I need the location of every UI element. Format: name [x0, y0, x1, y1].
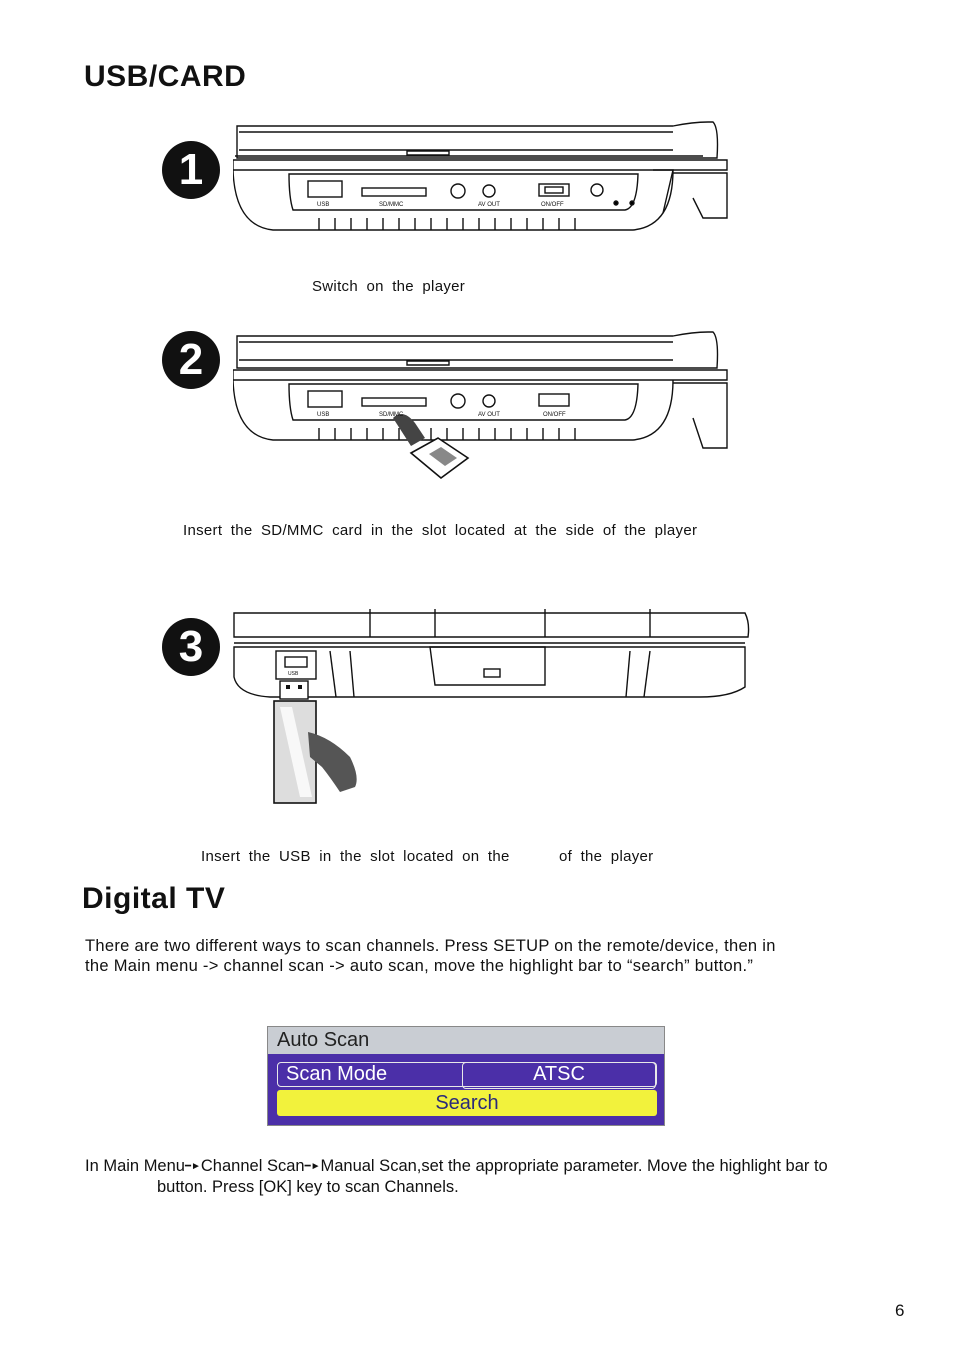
- manual-text-rest: Manual Scan,set the appropriate paramete…: [320, 1157, 828, 1175]
- svg-text:SD/MMC: SD/MMC: [379, 412, 404, 418]
- step-3-caption-part2: of the player: [559, 848, 654, 865]
- digital-tv-intro: There are two different ways to scan cha…: [85, 936, 905, 976]
- svg-text:ON/OFF: ON/OFF: [541, 202, 564, 208]
- step-2-caption: Insert the SD/MMC card in the slot locat…: [183, 522, 698, 539]
- player-side-illustration-2: USB SD/MMC AV OUT ON/OFF: [233, 331, 728, 480]
- step-2-badge: 2: [162, 331, 220, 389]
- svg-text:AV OUT: AV OUT: [478, 412, 500, 418]
- step-3-caption-part1: Insert the USB in the slot located on th…: [201, 848, 510, 865]
- scan-mode-value[interactable]: ATSC: [462, 1062, 656, 1089]
- scan-mode-label: Scan Mode: [286, 1063, 388, 1085]
- manual-text-channel-scan: Channel Scan: [200, 1157, 305, 1175]
- auto-scan-panel: Auto Scan Scan Mode ATSC Search: [267, 1026, 665, 1126]
- svg-text:USB: USB: [317, 202, 329, 208]
- arrow-right-icon: ━►: [184, 1161, 201, 1172]
- svg-text:USB: USB: [317, 412, 329, 418]
- svg-text:ON/OFF: ON/OFF: [543, 412, 566, 418]
- svg-text:AV OUT: AV OUT: [478, 202, 500, 208]
- section-title-usb-card: USB/CARD: [84, 60, 247, 93]
- section-title-digital-tv: Digital TV: [82, 882, 226, 915]
- player-front-illustration-3: USB: [233, 609, 750, 804]
- player-side-illustration-1: USB SD/MMC AV OUT ON/OFF: [233, 121, 728, 231]
- step-1-caption: Switch on the player: [312, 278, 466, 295]
- step-3-badge: 3: [162, 618, 220, 676]
- intro-line-1: There are two different ways to scan cha…: [85, 937, 776, 955]
- search-button[interactable]: Search: [277, 1090, 657, 1116]
- auto-scan-header: Auto Scan: [268, 1027, 664, 1054]
- arrow-right-icon: ━►: [304, 1161, 321, 1172]
- manual-text-main-menu: In Main Menu: [85, 1157, 185, 1175]
- svg-text:USB: USB: [288, 671, 299, 677]
- manual-scan-line-1: In Main Menu━►Channel Scan━►Manual Scan,…: [85, 1156, 828, 1177]
- page-number: 6: [895, 1301, 905, 1320]
- scan-mode-row[interactable]: Scan Mode ATSC: [277, 1062, 657, 1089]
- intro-line-2: the Main menu -> channel scan -> auto sc…: [85, 957, 754, 975]
- step-1-badge: 1: [162, 141, 220, 199]
- manual-scan-line-2: button. Press [OK] key to scan Channels.: [157, 1178, 459, 1196]
- svg-text:SD/MMC: SD/MMC: [379, 202, 404, 208]
